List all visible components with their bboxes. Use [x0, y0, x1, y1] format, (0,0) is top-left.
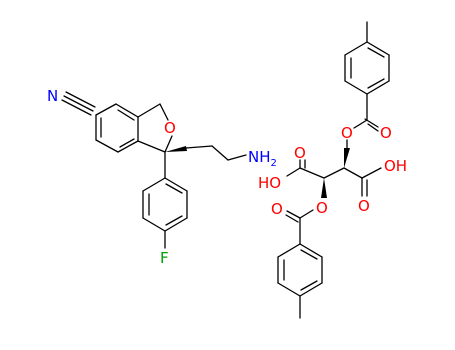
acid-bond	[361, 167, 382, 179]
aryl-bond	[299, 243, 323, 258]
backbone-bond	[299, 167, 325, 179]
propyl-bond	[185, 145, 213, 149]
nitrile-bond-b	[65, 91, 96, 108]
aryl-double-bond	[300, 249, 318, 260]
aryl-bond	[344, 80, 368, 95]
ester-oxygen-upper-label: O	[341, 124, 353, 142]
aryl-bond	[299, 282, 323, 297]
backbone-bond	[343, 167, 363, 179]
aryl-bond	[344, 41, 368, 56]
phenyl-double-bond	[165, 183, 183, 194]
stereo-wedge-bond	[165, 146, 187, 152]
phenyl-bond	[164, 177, 188, 192]
phenyl-double-bond	[165, 215, 183, 226]
acid-bond	[286, 167, 301, 177]
furan-bond	[137, 103, 161, 118]
right-molecule: O O O HO OH O O O	[258, 21, 407, 319]
acid2-hydroxyl-label: OH	[384, 157, 407, 175]
furan-bond	[137, 140, 166, 153]
stereo-wedge-upper	[344, 148, 350, 168]
nitrile-bond-c	[61, 99, 92, 116]
phenyl-bond	[142, 177, 166, 192]
backbone-bond	[323, 167, 345, 179]
aryl-double-bond	[367, 78, 385, 89]
aryl-bond	[277, 243, 301, 258]
aryl-bond	[366, 80, 390, 95]
stereo-wedge-lower	[321, 178, 327, 198]
aryl-double-bond	[300, 280, 318, 291]
propyl-bond	[227, 154, 247, 161]
acid2-carbonyl-oxygen-label: O	[358, 197, 370, 215]
aryl-bond	[277, 282, 301, 297]
ester-bond	[299, 209, 314, 219]
carbonyl-oxygen-upper-label: O	[380, 124, 392, 142]
left-molecule: O NH2 F N	[47, 87, 277, 267]
acid1-carbonyl-oxygen-label: O	[294, 144, 306, 162]
ring-bond	[117, 140, 139, 153]
aryl-double-bond	[367, 47, 385, 58]
fluorine-label: F	[160, 249, 169, 267]
carbonyl-oxygen-lower-label: O	[271, 200, 283, 218]
ring-bond	[95, 139, 119, 153]
carbonyl-bond-b	[367, 123, 379, 132]
furan-bond	[164, 135, 173, 153]
acid1-hydroxyl-label: HO	[258, 174, 281, 192]
ester-bond	[353, 119, 368, 129]
phenyl-bond	[164, 217, 188, 232]
ring-double-bond	[117, 109, 135, 121]
nitrile-bond-a	[63, 95, 94, 112]
aryl-bond	[366, 41, 390, 56]
carbonyl-bond-a	[286, 210, 301, 219]
ester-oxygen-lower-label: O	[316, 199, 328, 217]
ring-oxygen-label: O	[164, 119, 176, 137]
furan-bond	[159, 103, 169, 121]
propyl-bond	[211, 145, 229, 161]
ring-double-bond	[119, 138, 135, 148]
carbonyl-bond-b	[285, 214, 299, 223]
ring-bond	[115, 103, 139, 118]
nitrile-nitrogen-label: N	[47, 87, 58, 105]
phenyl-bond	[142, 217, 166, 232]
ring-bond	[95, 103, 117, 116]
amine-label: NH2	[248, 148, 277, 169]
